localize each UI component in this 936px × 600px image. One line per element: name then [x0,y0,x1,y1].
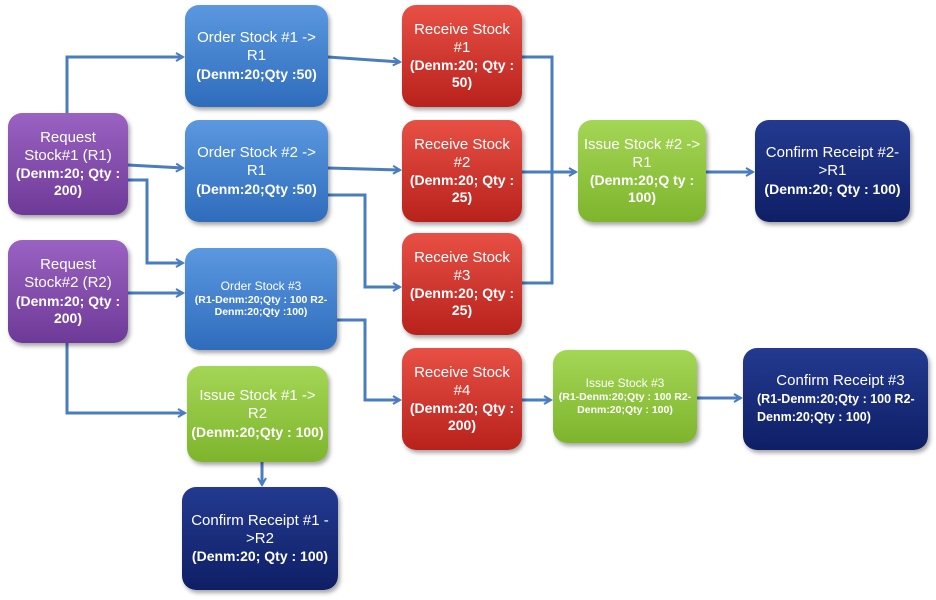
node-title: Issue Stock #2 -> R1 [583,135,701,171]
node-detail: (R1-Denm:20;Qty : 100 R2- Denm:20;Qty : … [558,391,692,416]
node-detail: (Denm:20; Qty : 200) [15,165,121,199]
node-title: Issue Stock #3 [585,376,665,391]
node-detail: (Denm:20; Qty : 200) [409,400,515,434]
node-title: Order Stock #1 -> R1 [197,29,316,65]
node-title: Order Stock #3 [220,278,302,293]
node-receive-stock-3: Receive Stock #3 (Denm:20; Qty : 25) [402,233,522,335]
node-request-stock-2: Request Stock#2 (R2) (Denm:20; Qty : 200… [8,240,128,343]
node-detail: (R1-Denm:20;Qty : 100 R2-Denm:20;Qty : 1… [757,392,915,425]
node-confirm-receipt-2: Confirm Receipt #2->R1 (Denm:20; Qty : 1… [755,120,910,222]
arrow-order2-receive3 [328,193,400,287]
node-title: Receive Stock #1 [414,20,510,56]
arrow-order1-receive1 [327,55,400,62]
node-title: Receive Stock #3 [414,248,510,284]
node-detail: (Denm:20; Qty : 25) [409,172,515,206]
arrow-order3-receive4 [328,318,400,400]
node-detail: (Denm:20;Qty :50) [196,65,317,82]
node-confirm-receipt-3: Confirm Receipt #3 (R1-Denm:20;Qty : 100… [743,348,928,450]
node-title: Confirm Receipt #1 ->R2 [191,511,329,547]
node-title: Request Stock#1 (R1) [24,128,112,164]
node-detail: (Denm:20; Qty : 100) [764,180,901,197]
node-detail: (R1-Denm:20;Qty : 100 R2-Denm:20;Qty :10… [194,293,328,319]
node-detail: (Denm:20; Qty : 25) [409,285,515,319]
node-detail: (Denm:20; Qty : 50) [409,57,515,91]
node-issue-stock-1: Issue Stock #1 -> R2 (Denm:20;Qty : 100) [187,366,328,462]
node-title: Receive Stock #4 [414,363,510,399]
node-detail: (Denm:20;Qty : 100) [191,423,324,440]
node-issue-stock-2: Issue Stock #2 -> R1 (Denm:20;Q ty : 100… [578,120,706,222]
node-title: Request Stock#2 (R2) [24,256,112,292]
arrow-request1-order2 [127,165,183,168]
node-detail: (Denm:20;Q ty : 100) [589,172,695,206]
node-order-stock-3: Order Stock #3 (R1-Denm:20;Qty : 100 R2-… [185,248,337,350]
node-receive-stock-1: Receive Stock #1 (Denm:20; Qty : 50) [402,5,522,107]
arrow-order2-receive2 [327,168,400,170]
node-request-stock-1: Request Stock#1 (R1) (Denm:20; Qty : 200… [8,113,128,215]
arrow-request1-order1 [65,57,183,113]
node-order-stock-2: Order Stock #2 -> R1 (Denm:20;Qty :50) [185,120,328,222]
node-issue-stock-3: Issue Stock #3 (R1-Denm:20;Qty : 100 R2-… [553,350,697,443]
arrow-request2-issue1 [65,343,185,413]
connector-receive1-join [522,55,554,285]
node-order-stock-1: Order Stock #1 -> R1 (Denm:20;Qty :50) [185,5,328,107]
node-title: Confirm Receipt #3 [776,371,905,389]
node-detail: (Denm:20; Qty : 100) [191,548,329,565]
node-title: Order Stock #2 -> R1 [197,144,316,180]
node-detail: (Denm:20; Qty : 200) [15,292,121,326]
node-title: Receive Stock #2 [414,135,510,171]
node-receive-stock-4: Receive Stock #4 (Denm:20; Qty : 200) [402,348,522,450]
node-receive-stock-2: Receive Stock #2 (Denm:20; Qty : 25) [402,120,522,222]
node-title: Issue Stock #1 -> R2 [199,387,316,423]
node-detail: (Denm:20;Qty :50) [196,180,317,197]
node-title: Confirm Receipt #2->R1 [765,144,900,180]
node-confirm-receipt-1: Confirm Receipt #1 ->R2 (Denm:20; Qty : … [182,487,338,590]
arrow-request1-order3 [128,178,183,263]
